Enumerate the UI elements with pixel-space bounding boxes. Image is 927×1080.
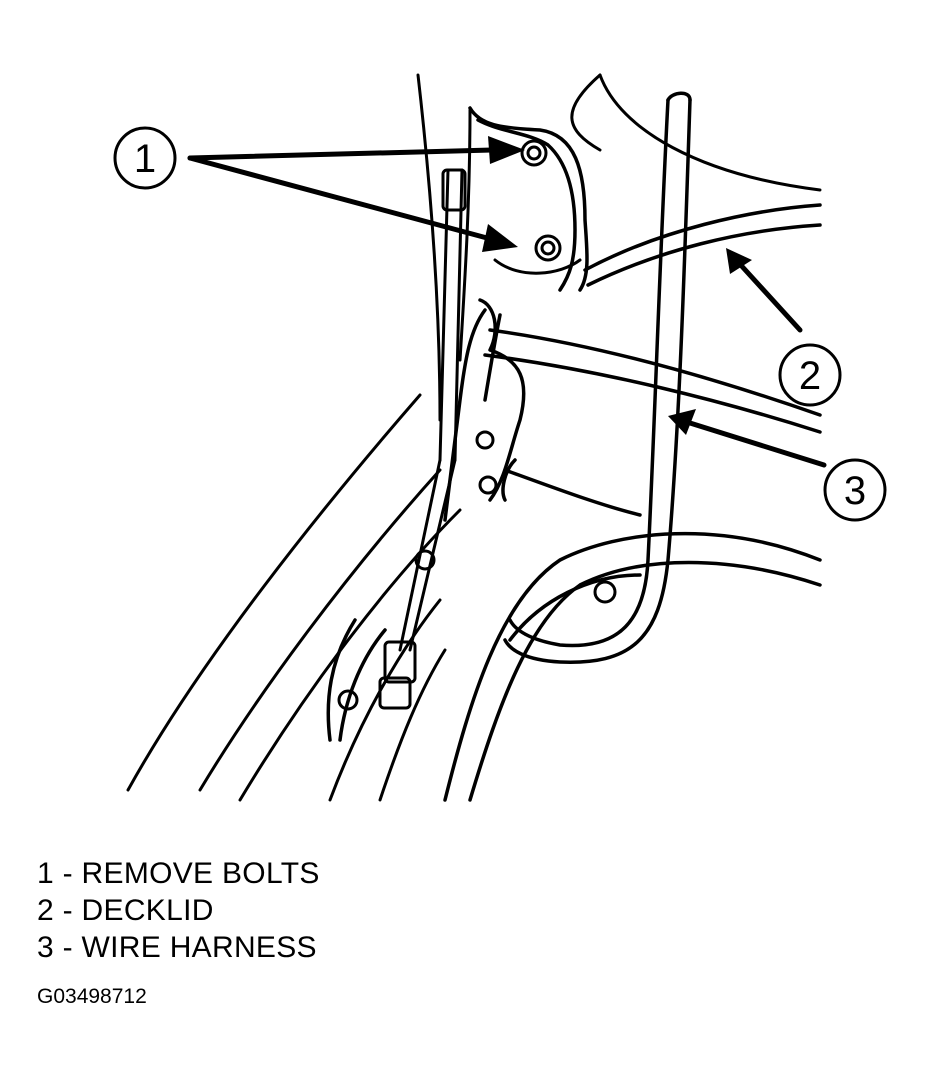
gas-strut <box>378 168 467 710</box>
legend-item-wire-harness: 3 - WIRE HARNESS <box>37 931 317 964</box>
legend: 1 - REMOVE BOLTS 2 - DECKLID 3 - WIRE HA… <box>37 855 320 966</box>
callout-number-2: 2 <box>799 354 821 398</box>
callout-circle-2 <box>778 343 842 407</box>
hinge-bolts <box>337 139 617 711</box>
arrowhead-2 <box>726 248 752 274</box>
decklid-hinge-illustration: 1 2 3 <box>113 73 887 802</box>
legend-item-decklid: 2 - DECKLID <box>37 894 214 927</box>
body-panel-lines <box>126 73 822 802</box>
arrow-3 <box>687 420 827 468</box>
decklid-outline <box>483 203 822 517</box>
arrowhead-3 <box>668 409 696 435</box>
wire-harness <box>503 91 692 664</box>
hinge-bracket <box>326 106 589 742</box>
callout-number-1: 1 <box>134 137 156 181</box>
arrow-1b <box>187 155 490 241</box>
arrowheads <box>482 136 752 435</box>
callout-circles <box>113 126 887 522</box>
arrow-2 <box>735 259 803 333</box>
arrow-1a <box>187 147 495 161</box>
callout-circle-3 <box>823 458 887 522</box>
legend-item-remove-bolts: 1 - REMOVE BOLTS <box>37 857 320 890</box>
figure-id: G03498712 <box>37 985 147 1008</box>
callout-number-3: 3 <box>844 469 866 513</box>
trunk-opening-arcs <box>443 531 822 802</box>
leader-arrows <box>187 147 827 468</box>
arrowhead-1b <box>482 224 518 252</box>
arrowhead-1a <box>488 136 525 164</box>
callout-circle-1 <box>113 126 177 190</box>
